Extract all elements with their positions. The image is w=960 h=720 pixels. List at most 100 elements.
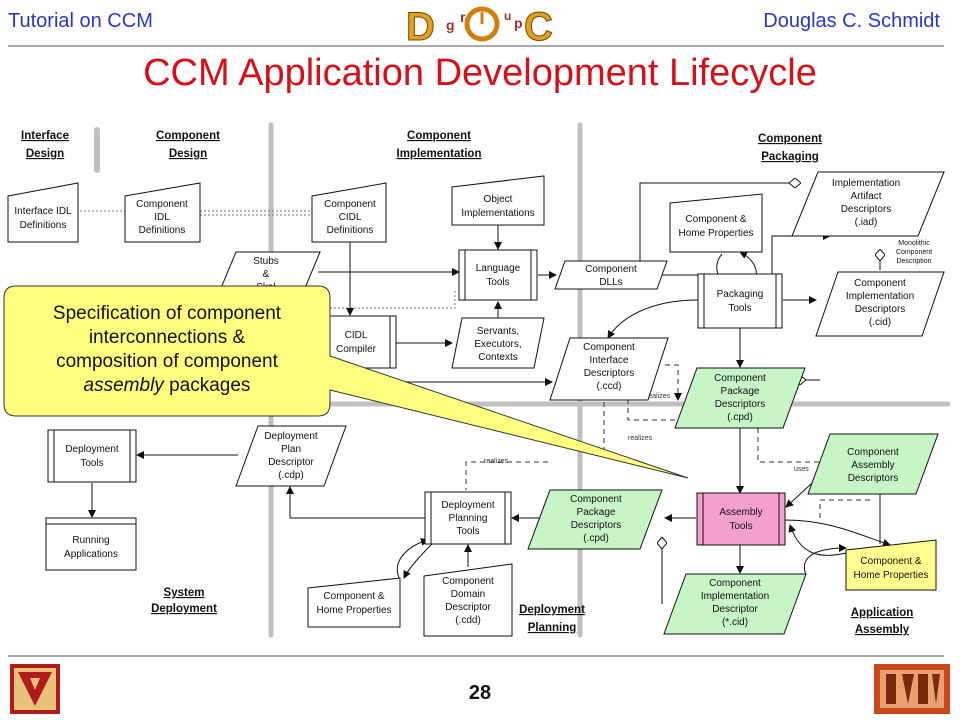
slide-title: CCM Application Development Lifecycle — [143, 52, 817, 94]
header-left-text: Tutorial on CCM — [8, 10, 153, 32]
svg-text:Servants,Executors,Contexts: Servants,Executors,Contexts — [474, 326, 521, 363]
curve-home-props-assembly-a — [784, 519, 891, 547]
dashed-home-props-assembly — [819, 499, 870, 520]
edge-label-realizes-3: realizes — [484, 458, 509, 465]
logo-letter-d: D — [406, 5, 435, 46]
dotted-to-language-tools — [330, 290, 456, 309]
dashed-realizes-3 — [465, 461, 548, 490]
header-right-text: Douglas C. Schmidt — [763, 10, 940, 32]
logo-clock-icon — [464, 6, 500, 42]
edge-label-realizes-1: realizes — [646, 393, 671, 400]
edge-label-realizes-2: realizes — [628, 435, 653, 442]
logo-letter-c: C — [524, 5, 553, 46]
callout-line-2: interconnections & — [88, 327, 246, 348]
edge-labels: realizes realizes realizes uses — [484, 393, 809, 473]
dashed-realizes-2 — [624, 384, 675, 421]
line-packaging-to-impl-artifact — [639, 183, 800, 275]
curve-home-props-planning-b — [403, 541, 435, 579]
callout-line-4-rest: packages — [163, 375, 251, 396]
svg-text:Component &Home Properties: Component &Home Properties — [853, 556, 928, 581]
node-home-properties-top: Component &Home Properties — [669, 193, 763, 253]
curve-home-props-planning-a — [396, 538, 429, 581]
node-home-properties-right: Component &Home Properties — [845, 539, 937, 591]
node-servants-executors-contexts: Servants,Executors,Contexts — [451, 317, 545, 369]
callout-line-4-italic: assembly — [83, 375, 164, 396]
callout-bubble — [3, 285, 689, 479]
vanderbilt-logo — [10, 664, 60, 714]
isis-logo — [874, 664, 950, 714]
dashed-relations — [465, 364, 870, 520]
node-home-properties-bottom: Component &Home Properties — [307, 577, 401, 628]
callout-line-3: composition of component — [56, 351, 278, 372]
page-number: 28 — [468, 682, 492, 704]
doc-group-logo: D g r u p C — [402, 4, 558, 46]
logo-letter-g: g — [446, 17, 455, 33]
logo-letter-r: r — [460, 9, 466, 25]
edge-label-uses: uses — [794, 466, 809, 473]
logo-letter-u: u — [504, 9, 511, 23]
callout-line-1: Specification of component — [52, 303, 282, 324]
callout-text: Specification of component interconnecti… — [4, 290, 330, 410]
dashed-realizes-1 — [665, 364, 682, 401]
logo-letter-p: p — [514, 15, 523, 31]
svg-text:Component &Home Properties: Component &Home Properties — [316, 591, 391, 616]
curve-home-props-assembly-c — [803, 544, 847, 576]
curve-home-props-assembly-b — [788, 524, 851, 556]
svg-text:Component &Home Properties: Component &Home Properties — [678, 214, 753, 239]
arrow-planning-to-plan-desc — [286, 486, 425, 519]
curve-packaging-to-iface-desc — [607, 299, 699, 339]
